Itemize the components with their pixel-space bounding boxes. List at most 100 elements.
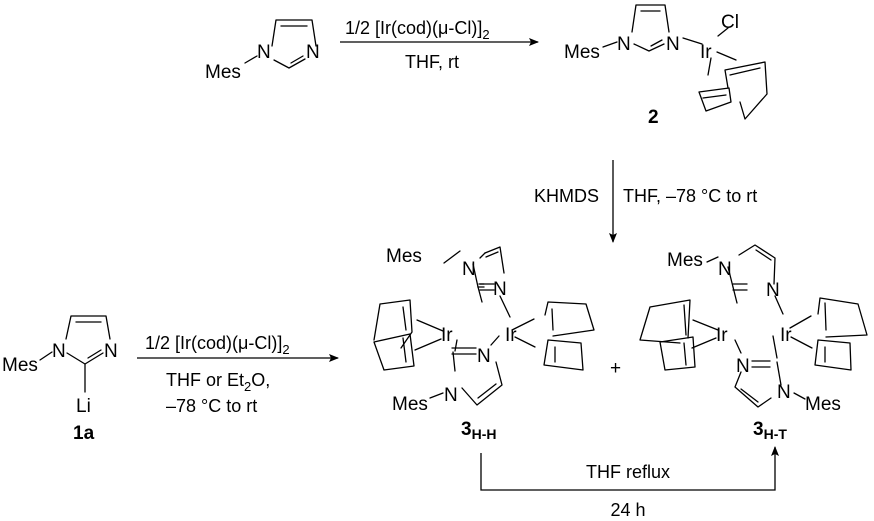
mes-bond-top [706, 256, 719, 263]
mes-label-bottom: Mes [805, 394, 841, 415]
c2-n3-double-bond-bottom [451, 347, 477, 355]
c2-ir-bond-top [477, 286, 483, 303]
cod-right-double-back [551, 308, 554, 331]
n1-c2-bond-top [727, 266, 734, 288]
mes-bond-bottom [793, 392, 806, 400]
atom-n1: N [52, 341, 66, 362]
ring-bonds-lower [273, 58, 306, 69]
mes-bond-top [443, 250, 461, 264]
mes-label: Mes [564, 42, 600, 63]
ir2-c2-bond-bottom [772, 335, 778, 359]
n3-ir2-bond-top [774, 295, 784, 315]
cod-left-back [373, 299, 413, 349]
ir2-cod-bond-1 [789, 315, 812, 329]
compound-label-2: 2 [648, 107, 659, 128]
atom-n3-top: N [766, 280, 780, 301]
conditions-down: THF, –78 °C to rt [623, 186, 757, 206]
conditions-time: 24 h [610, 500, 645, 520]
compound-label-3hh: 3H-H [461, 419, 496, 442]
cc-double-bond-top [485, 251, 499, 258]
n-c2-double-bond-bottom [751, 360, 771, 368]
conditions-left-line1: THF or Et2O, [166, 370, 270, 394]
ir1-c2-bond-bottom [454, 339, 458, 352]
compound-label-1a: 1a [73, 423, 95, 444]
c2-n3-double-bond-top [479, 283, 495, 291]
ring-bonds [65, 315, 111, 340]
cod-left-back [639, 299, 691, 344]
ring-bonds [271, 19, 317, 47]
atom-n1-top: N [462, 259, 476, 280]
atom-n3: N [666, 34, 680, 55]
ir-cl-bond [717, 27, 729, 37]
ir-cod-bond-2 [707, 57, 712, 76]
atom-n3: N [104, 341, 118, 362]
n-ir-bond [682, 37, 703, 45]
atom-n3-top: N [493, 279, 507, 300]
cod-ring-front [698, 87, 732, 112]
compound-1a: N N Li Mes 1a [2, 315, 118, 444]
arrow-path [480, 446, 779, 491]
atom-ir: Ir [700, 42, 712, 63]
ring-bonds-lower [66, 352, 104, 365]
ir2-cod-bond-1 [511, 318, 535, 331]
mes-label-top: Mes [667, 250, 703, 271]
cod-right-front [543, 339, 584, 371]
ir-cod-bond-1 [716, 51, 737, 61]
atom-n1-bottom: N [777, 382, 791, 403]
conditions-top: THF, rt [405, 52, 459, 72]
ir2-cod-bond-2 [790, 336, 813, 349]
atom-n3-bottom: N [477, 346, 491, 367]
ring-bonds-bottom [734, 371, 772, 408]
c2-n1-bond-bottom [776, 361, 782, 386]
atom-n1: N [257, 42, 271, 63]
cod-left-double-back [402, 306, 407, 331]
plus-sign: + [610, 358, 621, 379]
compound-2: N N Ir Cl Mes 2 [564, 4, 768, 128]
cod-left-front [659, 336, 696, 371]
n1-c2-bond-top [472, 263, 479, 288]
mes-bond [602, 41, 618, 48]
cod-double-front [702, 94, 727, 99]
cod-right-back [544, 301, 595, 337]
cc-double-bond-top [755, 249, 772, 261]
cod-left-front [373, 333, 415, 371]
cod-left-double-front [683, 342, 687, 366]
atom-ir2: Ir [780, 325, 792, 346]
compound-3ht: Mes N N Ir Ir N N Mes 3H-T [639, 244, 868, 442]
c2-n1-bond-bottom [452, 351, 456, 372]
reaction-arrow-left: 1/2 [Ir(cod)(μ-Cl)]2 THF or Et2O, –78 °C… [137, 333, 339, 416]
conditions-reflux: THF reflux [586, 462, 670, 482]
atom-ir1: Ir [716, 325, 728, 346]
ring-bonds [631, 4, 670, 33]
mes-bond [244, 55, 258, 64]
cn-double-bond [290, 55, 304, 64]
atom-ir2: Ir [505, 325, 517, 346]
n3-ir2-bond-top [499, 295, 511, 318]
atom-li: Li [76, 396, 91, 417]
atom-cl: Cl [721, 12, 739, 33]
ir1-cod-bond-2 [414, 338, 442, 351]
compound-3hh: Mes N N Ir Ir N N Mes 3H-H [373, 246, 595, 442]
mes-label: Mes [205, 62, 241, 83]
compound-label-3ht: 3H-T [753, 419, 787, 442]
cod-ring-back [724, 61, 768, 120]
reagent-khmds: KHMDS [534, 186, 599, 206]
cn-double-bond [87, 349, 102, 359]
cn-double-bond [650, 39, 663, 47]
cod-left-double-front [402, 337, 407, 363]
cod-right-back [817, 297, 868, 338]
reagent-top: 1/2 [Ir(cod)(μ-Cl)]2 [345, 18, 490, 42]
ir1-cod-bond-1 [416, 319, 444, 332]
n1-c5-top [479, 252, 486, 259]
atom-n1-bottom: N [444, 385, 458, 406]
atom-ir1: Ir [441, 325, 453, 346]
ir2-n3-bond-bottom [490, 335, 500, 346]
mes-label-bottom: Mes [392, 394, 428, 415]
mes-label-top: Mes [386, 246, 422, 267]
atom-n1: N [617, 34, 631, 55]
cc-double-bond-bottom [740, 388, 759, 403]
cod-right-double-back [824, 302, 827, 331]
cod-right-front [814, 339, 852, 371]
atom-n-bottom: N [736, 356, 750, 377]
